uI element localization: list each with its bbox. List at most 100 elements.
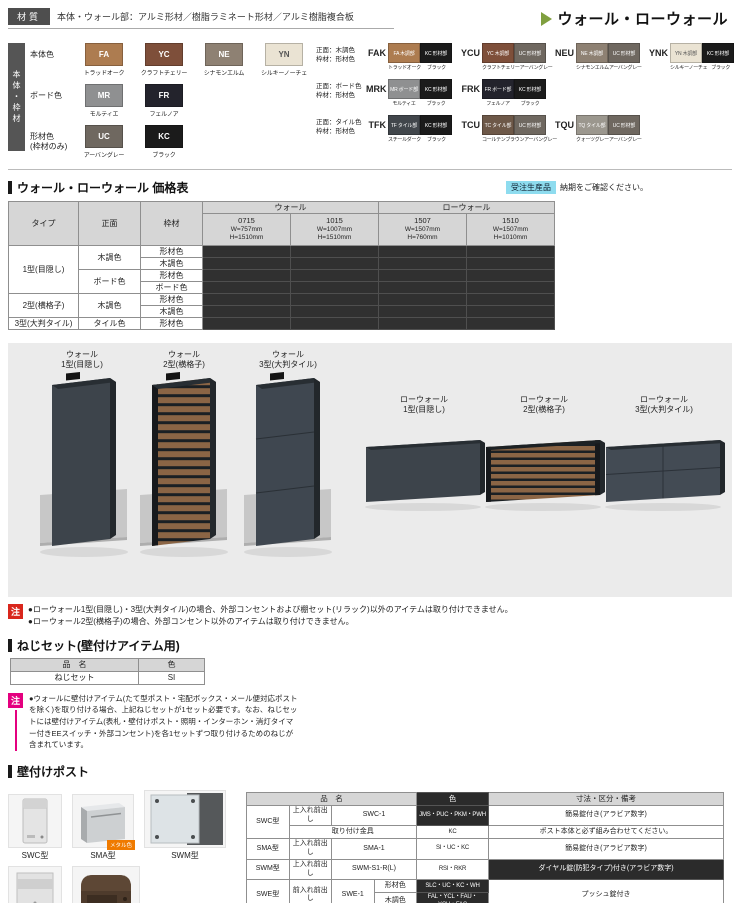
material-label: 材質 bbox=[8, 8, 51, 25]
combo-code: FRK bbox=[461, 84, 481, 94]
posts-table-row: SWE型 前入れ前出し SWE-1 形材色 SLC・UC・KC・WH プッシュ錠… bbox=[246, 879, 724, 903]
posts-table-row: SMA型 上入れ前出し SMA-1 SI・UC・KC 簡易錠付き(アラビア数字) bbox=[246, 838, 724, 860]
combo-chip: TC タイル部 bbox=[482, 115, 514, 135]
color-chip: UC bbox=[85, 125, 123, 148]
color-name: モルティエ bbox=[89, 112, 119, 118]
color-swatch: YN シルキーノーチェ bbox=[260, 43, 308, 77]
color-swatch: KC ブラック bbox=[140, 125, 188, 159]
price-row: 2型(横格子) 木調色 形材色 bbox=[8, 292, 555, 318]
swatch-row-body-colors: 本体色 FA トラッドオーク YC クラフトチェリー NE シナモンエルム bbox=[30, 43, 308, 77]
color-chip: YN bbox=[265, 43, 303, 66]
combo-chip: TQ タイル部 bbox=[576, 115, 608, 135]
posts-table-row: 木調色 FAL・YCL・FAU・YCU・FAC bbox=[247, 892, 724, 903]
delivery-note: 納期をご確認ください。 bbox=[560, 183, 648, 192]
color-combo: FAK FA 木調部 KC 形材部 トラッドオークブラック bbox=[366, 43, 452, 71]
swc-post-image bbox=[22, 798, 48, 844]
posts-table-row: SWC型 上入れ前出し SWC-1 JMS・PUC・PKM・PWH 簡易錠付き(… bbox=[246, 804, 724, 840]
color-chip: FR bbox=[145, 84, 183, 107]
price-row: 3型(大判タイル) タイル色 形材色 bbox=[8, 316, 555, 330]
color-swatch: FR フェルノア bbox=[140, 84, 188, 118]
redacted-price-cell bbox=[202, 244, 291, 258]
combo-chip: UC 形材部 bbox=[608, 43, 640, 63]
color-combo: TQU TQ タイル部 UC 形材部 クォーツグレーアーバングレー bbox=[554, 115, 642, 143]
title-arrow-icon bbox=[541, 11, 553, 26]
order-note: 受注生産品 納期をご確認ください。 bbox=[506, 181, 648, 194]
page-title-block: ウォール・ローウォール bbox=[541, 8, 732, 29]
color-swatch: UC アーバングレー bbox=[80, 125, 128, 159]
made-to-order-badge: 受注生産品 bbox=[506, 181, 556, 194]
swatch-groups: 本体色 FA トラッドオーク YC クラフトチェリー NE シナモンエルム bbox=[30, 43, 308, 159]
combo-code: NEU bbox=[554, 48, 574, 58]
posts-title: 壁付けポスト bbox=[17, 764, 90, 779]
low-wall-type2-render bbox=[485, 439, 605, 511]
swatch-row-board-colors: ボード色 MR モルティエ FR フェルノア bbox=[30, 84, 308, 118]
price-table-title: ウォール・ローウォール 価格表 bbox=[17, 181, 189, 195]
color-name: アーバングレー bbox=[83, 153, 125, 159]
combo-chip: TF タイル部 bbox=[388, 115, 420, 135]
screw-note: 注 ●ウォールに壁付けアイテム(たて型ポスト・宅配ボックス・メール便対応ポストを… bbox=[8, 692, 300, 751]
combo-chip: MR ボード部 bbox=[388, 79, 420, 99]
color-combo: TFK TF タイル部 KC 形材部 スチールダークブラック bbox=[366, 115, 452, 143]
swe-post-image bbox=[16, 872, 54, 903]
color-combo: YCU YC 木調部 UC 形材部 クラフトチェリーアーバングレー bbox=[460, 43, 553, 71]
combo-code: FAK bbox=[368, 48, 386, 58]
color-combo: TCU TC タイル部 UC 形材部 コールテンブラウンアーバングレー bbox=[460, 115, 557, 143]
swd-post-image bbox=[81, 874, 131, 903]
combo-panel: 正面：木調色枠材：形材色 FAK FA 木調部 KC 形材部 トラッドオークブラ… bbox=[316, 43, 734, 159]
color-chip: KC bbox=[145, 125, 183, 148]
page-title: ウォール・ローウォール bbox=[557, 11, 728, 28]
combo-chip: FA 木調部 bbox=[388, 43, 420, 63]
post-product-swd: SWD型 bbox=[72, 865, 140, 903]
swatch-row-frame-colors: 形材色(枠材のみ) UC アーバングレー KC ブラック bbox=[30, 125, 308, 159]
price-row: ボード色 bbox=[9, 280, 555, 294]
wall-type1-render bbox=[40, 371, 128, 557]
price-row: 木調色 bbox=[9, 304, 555, 318]
combo-chip: KC 形材部 bbox=[514, 79, 546, 99]
combo-chip: UC 形材部 bbox=[514, 115, 546, 135]
combo-chip: NE 木調部 bbox=[576, 43, 608, 63]
material-text: 本体・ウォール部：アルミ形材／樹脂ラミネート形材／アルミ樹脂複合板 bbox=[57, 12, 354, 22]
color-combo: YNK YN 木調部 KC 形材部 シルキーノーチェブラック bbox=[648, 43, 734, 71]
combo-head: 正面：タイル色枠材：形材色 bbox=[316, 119, 362, 135]
note-line bbox=[14, 709, 17, 751]
color-swatch: MR モルティエ bbox=[80, 84, 128, 118]
combo-code: YCU bbox=[460, 48, 480, 58]
posts-section-header: 壁付けポスト bbox=[8, 763, 732, 780]
material-bar: 材質 本体・ウォール部：アルミ形材／樹脂ラミネート形材／アルミ樹脂複合板 bbox=[8, 8, 394, 29]
color-swatch: YC クラフトチェリー bbox=[140, 43, 188, 77]
posts-section: SWC型 メタル色 SMA型 bbox=[8, 789, 732, 903]
swatch-row-label: 本体色 bbox=[30, 50, 54, 59]
title-bar-icon bbox=[8, 764, 12, 778]
swatch-row-label: ボード色 bbox=[30, 91, 62, 100]
post-product-swc: SWC型 bbox=[8, 793, 62, 861]
color-name: シルキーノーチェ bbox=[260, 71, 308, 77]
color-swatch: NE シナモンエルム bbox=[200, 43, 248, 77]
post-label: SMA型 bbox=[90, 850, 116, 860]
price-row: ボード色 形材色 bbox=[9, 268, 555, 294]
color-chip: FA bbox=[85, 43, 123, 66]
color-name: クラフトチェリー bbox=[140, 71, 188, 77]
combo-code: TFK bbox=[368, 120, 387, 130]
post-products: SWC型 メタル色 SMA型 bbox=[8, 789, 246, 903]
wall-type2-render bbox=[140, 371, 228, 557]
color-name: トラッドオーク bbox=[83, 71, 125, 77]
low-wall-notes: 注 ●ローウォール1型(目隠し)・3型(大判タイル)の場合、外部コンセントおよび… bbox=[8, 603, 732, 628]
title-bar-icon bbox=[8, 181, 12, 194]
combo-chip: KC 形材部 bbox=[420, 79, 452, 99]
combo-ch­ip: UC 形材部 bbox=[608, 115, 640, 135]
color-name: ブラック bbox=[152, 153, 176, 159]
top-bar: 材質 本体・ウォール部：アルミ形材／樹脂ラミネート形材／アルミ樹脂複合板 ウォー… bbox=[8, 8, 732, 29]
note-text: ●ローウォール1型(目隠し)・3型(大判タイル)の場合、外部コンセントおよび棚セ… bbox=[28, 604, 513, 626]
screw-section-header: ねじセット(壁付けアイテム用) bbox=[8, 637, 732, 654]
title-bar-icon bbox=[8, 638, 12, 652]
combo-chip: KC 形材部 bbox=[420, 115, 452, 135]
color-swatch: FA トラッドオーク bbox=[80, 43, 128, 77]
combo-row-tile: 正面：タイル色枠材：形材色 TFK TF タイル部 KC 形材部 スチールダーク… bbox=[316, 115, 734, 143]
posts-table-row: SWM型 上入れ前出し SWM-S1-R(L) RSI・RKR ダイヤル錠(防犯… bbox=[246, 858, 724, 881]
combo-code: TQU bbox=[555, 120, 574, 130]
note-badge: 注 bbox=[8, 603, 23, 619]
color-chip: YC bbox=[145, 43, 183, 66]
combo-row-wood: 正面：木調色枠材：形材色 FAK FA 木調部 KC 形材部 トラッドオークブラ… bbox=[316, 43, 734, 71]
